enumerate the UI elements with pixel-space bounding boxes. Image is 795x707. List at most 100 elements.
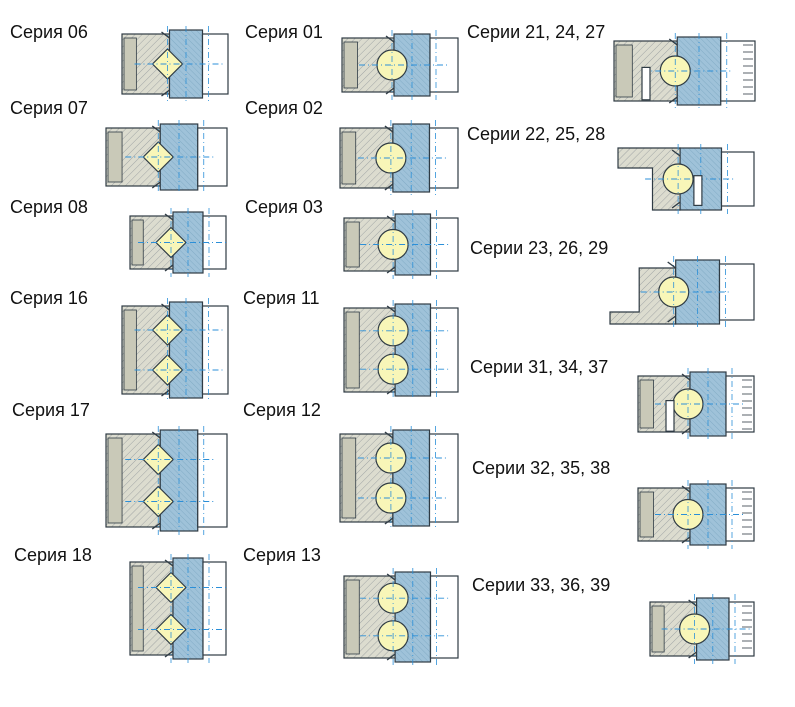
housing (428, 127, 459, 189)
seal-bottom (671, 201, 681, 209)
seal-top (681, 373, 691, 381)
outer-ring-face (615, 44, 633, 98)
seal-bottom (386, 266, 396, 274)
seal-bottom (681, 427, 691, 435)
outer-ring-face (123, 309, 137, 391)
label-series-33-36-39: Серии 33, 36, 39 (472, 575, 611, 595)
outer-ring-face (107, 437, 123, 524)
seal-bottom (151, 181, 161, 189)
bearing-section-16 (121, 298, 229, 402)
seal-top (688, 599, 698, 607)
bearing-section-32-35-38 (637, 480, 755, 549)
cross-roller (155, 613, 187, 646)
seal-bottom (386, 653, 396, 661)
label-series-32-35-38: Серии 32, 35, 38 (472, 458, 611, 478)
seal-bottom (161, 389, 170, 397)
bearing-section-03 (343, 210, 459, 279)
housing (202, 561, 227, 656)
seal-top (386, 305, 396, 313)
bearing-section-31-34-37 (637, 368, 755, 440)
housing (428, 433, 459, 523)
outer-ring-face (345, 311, 360, 389)
mounting-bolt (693, 175, 703, 207)
label-series-06: Серия 06 (10, 22, 88, 42)
bearing-section-02 (339, 120, 459, 196)
bearing-section-07 (105, 120, 228, 194)
housing (725, 375, 755, 433)
seal-top (161, 31, 170, 39)
label-series-01: Серия 01 (245, 22, 323, 42)
seal-bottom (384, 517, 394, 525)
seal-top (668, 38, 678, 46)
label-series-12: Серия 12 (243, 400, 321, 420)
mounting-bolt (641, 66, 651, 101)
bearing-section-08 (129, 208, 227, 277)
label-series-18: Серия 18 (14, 545, 92, 565)
seal-bottom (667, 315, 677, 323)
seal-top (164, 559, 174, 567)
housing (429, 37, 459, 93)
seal-top (386, 215, 396, 223)
outer-ring-face (345, 221, 360, 268)
seal-bottom (161, 89, 170, 97)
seal-bottom (164, 264, 174, 272)
seal-bottom (668, 96, 678, 104)
bearing-section-11 (343, 300, 459, 400)
label-series-17: Серия 17 (12, 400, 90, 420)
housing (197, 433, 228, 528)
bearing-section-22-25-28 (617, 144, 755, 214)
label-series-11: Серия 11 (243, 288, 320, 308)
label-series-22-25-28: Серии 22, 25, 28 (467, 124, 606, 144)
housing (725, 487, 755, 542)
bearing-section-23-26-29 (609, 256, 755, 328)
bearing-section-33-36-39 (649, 594, 755, 664)
label-series-02: Серия 02 (245, 98, 323, 118)
bearing-section-06 (121, 26, 229, 102)
seal-top (681, 485, 691, 493)
label-series-23-26-29: Серии 23, 26, 29 (470, 238, 609, 258)
bearing-section-18 (129, 554, 227, 663)
seal-bottom (384, 183, 394, 191)
outer-ring-face (345, 579, 360, 655)
seal-top (667, 261, 677, 269)
bearing-section-01 (341, 30, 459, 100)
seal-top (161, 303, 170, 311)
seal-top (384, 125, 394, 133)
label-series-16: Серия 16 (10, 288, 88, 308)
outer-ring-face (639, 379, 654, 429)
seal-top (671, 149, 681, 157)
cross-roller (155, 226, 187, 259)
label-series-13: Серия 13 (243, 545, 321, 565)
bearing-section-12 (339, 426, 459, 530)
label-series-07: Серия 07 (10, 98, 88, 118)
seal-top (384, 431, 394, 439)
label-series-31-34-37: Серии 31, 34, 37 (470, 357, 609, 377)
seal-bottom (386, 387, 396, 395)
outer-ring-face (107, 131, 123, 183)
seal-bottom (164, 650, 174, 658)
label-series-21-24-27: Серии 21, 24, 27 (467, 22, 606, 42)
seal-bottom (385, 87, 395, 95)
outer-ring-face (343, 41, 358, 89)
cross-roller (142, 485, 175, 518)
seal-top (386, 573, 396, 581)
housing (429, 307, 459, 393)
outer-ring-face (341, 437, 357, 519)
seal-bottom (681, 536, 691, 544)
seal-bottom (688, 651, 698, 659)
outer-ring-face (131, 565, 144, 652)
seal-top (164, 213, 174, 221)
seal-top (151, 125, 161, 133)
bearing-section-21-24-27 (613, 33, 756, 109)
seal-bottom (151, 522, 161, 530)
mounting-bolt (665, 400, 675, 432)
outer-ring-face (639, 491, 654, 538)
housing (429, 575, 459, 659)
outer-ring-face (341, 131, 357, 185)
bearing-section-17 (105, 426, 228, 535)
label-series-03: Серия 03 (245, 197, 323, 217)
seal-top (385, 35, 395, 43)
label-series-08: Серия 08 (10, 197, 88, 217)
housing (201, 305, 229, 395)
bearing-section-13 (343, 568, 459, 666)
